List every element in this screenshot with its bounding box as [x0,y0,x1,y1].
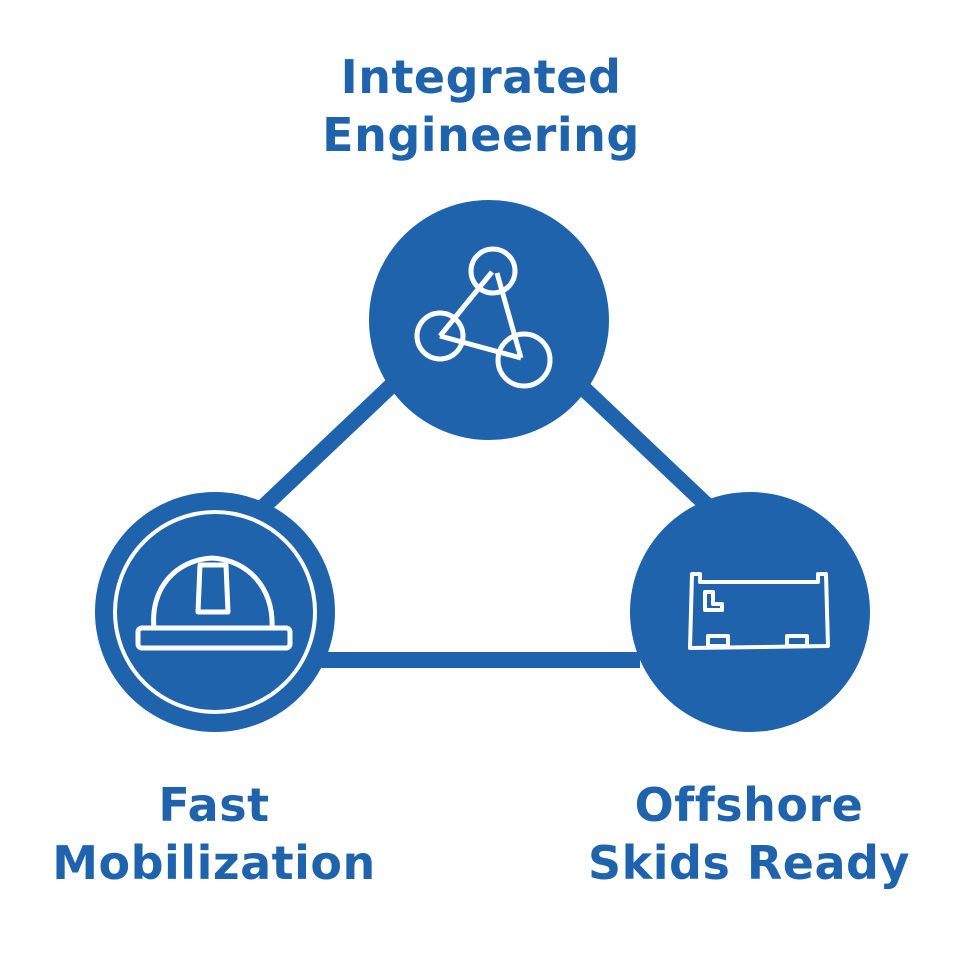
skid-container-icon [688,572,830,650]
connector-top-right [574,379,718,516]
label-line: Mobilization [52,836,376,890]
label-line: Engineering [322,108,640,162]
node-integrated-engineering [369,200,609,440]
label-fast-mobilization: Fast Mobilization [14,776,414,892]
label-line: Offshore [634,778,864,832]
label-line: Fast [158,778,270,832]
label-integrated-engineering: Integrated Engineering [281,48,681,164]
label-offshore-skids-ready: Offshore Skids Ready [549,776,949,892]
network-nodes-icon [414,246,553,389]
label-line: Skids Ready [588,836,910,890]
hard-hat-icon [135,555,293,651]
connector-top-left [254,379,398,516]
node-fast-mobilization [95,492,335,732]
node-offshore-skids-ready [630,492,870,732]
label-line: Integrated [340,50,622,104]
